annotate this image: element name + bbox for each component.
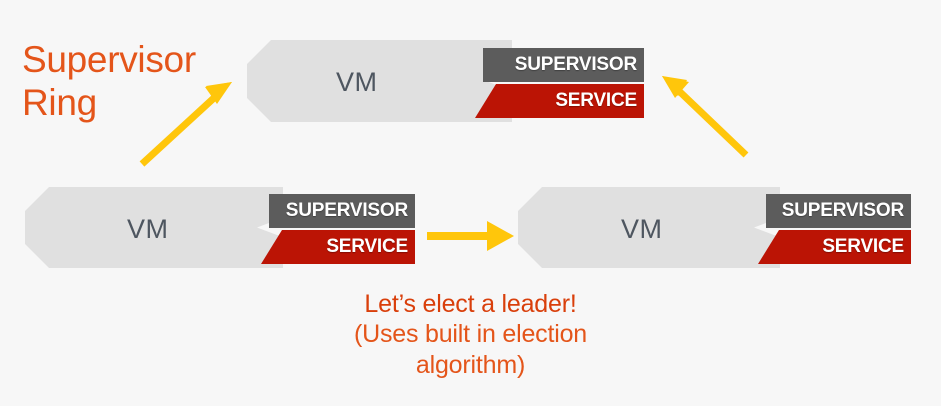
vm-node-label: VM — [336, 67, 378, 97]
caption-block: Let’s elect a leader! (Uses built in ele… — [0, 289, 941, 381]
caption-line-3: algorithm) — [415, 351, 526, 379]
vm-node-label: VM — [127, 214, 169, 244]
vm-body — [518, 187, 780, 268]
vm-node-label: VM — [621, 214, 663, 244]
caption-line-1: Let’s elect a leader! — [364, 290, 577, 318]
vm-node-top: VM SUPERVISOR SERVICE — [247, 40, 644, 122]
supervisor-bar: SUPERVISOR — [766, 194, 911, 228]
vm-node-bottom-left: VM SUPERVISOR SERVICE — [25, 187, 415, 268]
caption-line-2: (Uses built in election — [353, 320, 587, 348]
vm-node-bottom-right: VM SUPERVISOR SERVICE — [518, 187, 911, 268]
supervisor-bar: SUPERVISOR — [269, 194, 415, 228]
service-bar: SERVICE — [758, 230, 911, 264]
vm-body — [25, 187, 283, 268]
supervisor-bar: SUPERVISOR — [483, 48, 644, 82]
service-bar: SERVICE — [475, 84, 644, 118]
supervisor-ring-label: Supervisor Ring — [22, 39, 196, 123]
service-bar: SERVICE — [261, 230, 415, 264]
vm-body — [247, 40, 512, 122]
